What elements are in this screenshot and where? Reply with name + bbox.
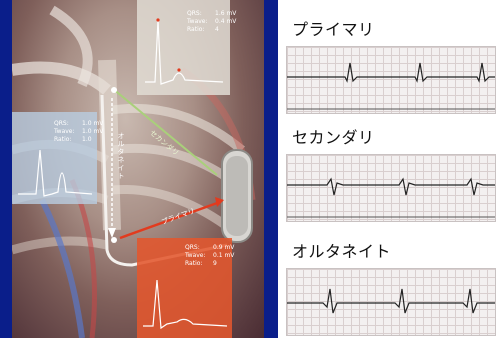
alternate-arrowhead	[108, 228, 116, 238]
secondary-ecg-trace	[287, 155, 495, 221]
top-qrs-row: QRS:1.6 mV	[187, 10, 236, 17]
bottom-qrs-row: QRS:0.9 mV	[185, 244, 234, 251]
chest-illustration: QRS:1.6 mV Twave:0.4 mV Ratio:4 QRS:1.0 …	[12, 0, 264, 338]
secondary-strip-title: セカンダリ	[292, 124, 375, 148]
primary-ecg-trace	[287, 47, 495, 113]
alternate-strip-title: オルタネイト	[292, 238, 391, 262]
left-measure-panel: QRS:1.0 mV Twave:1.0 mV Ratio:1.0	[12, 112, 97, 204]
top-ratio-row: Ratio:4	[187, 26, 219, 33]
electrode-bottom	[111, 237, 117, 243]
left-ratio-row: Ratio:1.0	[54, 136, 92, 143]
left-qrs-row: QRS:1.0 mV	[54, 120, 103, 127]
alternate-ecg-trace	[287, 269, 495, 335]
secondary-ecg-strip	[286, 154, 496, 222]
secondary-vector	[112, 88, 217, 175]
left-twave-row: Twave:1.0 mV	[54, 128, 103, 135]
alternate-ecg-strip	[286, 268, 496, 336]
bottom-twave-row: Twave:0.1 mV	[185, 252, 234, 259]
primary-strip-title: プライマリ	[292, 16, 375, 40]
alternate-vector-label: オルタネイト	[116, 132, 126, 180]
bottom-measure-panel: QRS:0.9 mV Twave:0.1 mV Ratio:9	[137, 238, 232, 338]
ecg-strips-area: プライマリ セカンダリ オルタネイト	[278, 0, 500, 338]
primary-ecg-strip	[286, 46, 496, 114]
electrode-top	[111, 87, 117, 93]
top-twave-row: Twave:0.4 mV	[187, 18, 236, 25]
top-measure-panel: QRS:1.6 mV Twave:0.4 mV Ratio:4	[137, 0, 230, 95]
bottom-ratio-row: Ratio:9	[185, 260, 217, 267]
